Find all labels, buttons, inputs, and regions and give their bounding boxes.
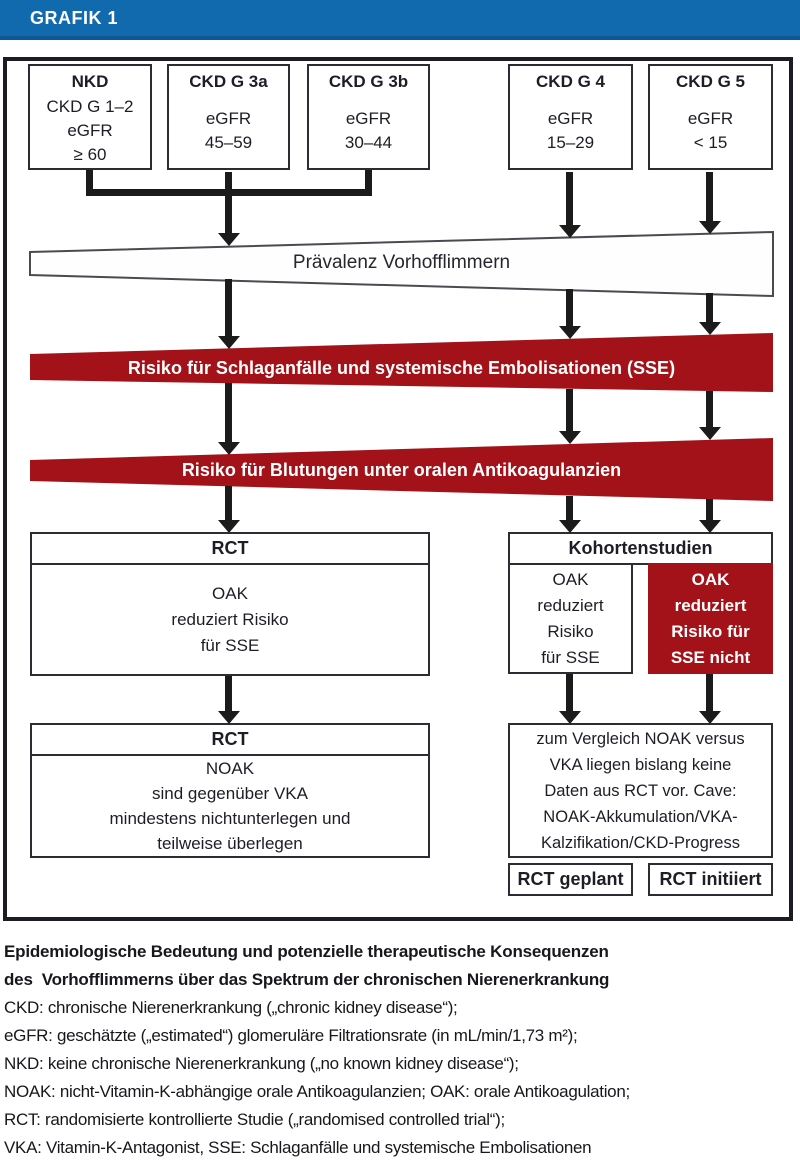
risk-sse-band-shape (30, 333, 773, 392)
arrow-shaft (566, 289, 573, 327)
cohort-studies-header: Kohortenstudien (508, 532, 773, 565)
arrow-head (218, 442, 240, 455)
stage-sub: eGFR 15–29 (546, 108, 595, 152)
rct-noak-panel: RCT NOAK sind gegenüber VKA mindestens n… (30, 723, 430, 858)
stage-sub: CKD G 1–2 eGFR ≥ 60 (46, 96, 134, 164)
flow-arrow-8 (559, 389, 581, 444)
flow-arrow-12 (699, 499, 721, 533)
arrow-head (559, 520, 581, 533)
caption-definitions: CKD: chronische Nierenerkrankung („chron… (4, 998, 630, 1157)
arrow-head (559, 326, 581, 339)
noak-vs-vka-text: NOAK sind gegenüber VKA mindestens nicht… (109, 759, 351, 853)
arrow-head (218, 711, 240, 724)
flow-arrow-2 (559, 172, 581, 238)
figure-caption: Epidemiologische Bedeutung und potenziel… (4, 938, 796, 1162)
stage-title: CKD G 3a (189, 72, 268, 91)
arrow-shaft (706, 499, 713, 521)
risk-bleeding-label: Risiko für Blutungen unter oralen Antiko… (181, 460, 622, 480)
arrow-shaft (566, 172, 573, 226)
arrow-shaft (706, 293, 713, 323)
flow-arrow-10 (218, 486, 240, 533)
flow-arrow-3 (699, 172, 721, 234)
arrow-shaft (706, 391, 713, 428)
arrow-head (699, 520, 721, 533)
risk-bleeding-band-shape (30, 438, 773, 501)
grafik-title: GRAFIK 1 (30, 8, 119, 28)
rct-oak-panel: RCT OAK reduziert Risiko für SSE (30, 532, 430, 676)
flow-arrow-1 (218, 172, 240, 246)
arrow-shaft (225, 279, 232, 337)
connector-line (86, 170, 93, 194)
arrow-head (699, 322, 721, 335)
stage-box-nkd: NKD CKD G 1–2 eGFR ≥ 60 (28, 64, 152, 170)
stage-sub: eGFR 45–59 (204, 108, 253, 152)
header-bottom-edge (0, 36, 800, 40)
rct-header-1: RCT (32, 534, 428, 565)
noak-vka-cave-box: zum Vergleich NOAK versus VKA liegen bis… (508, 723, 773, 858)
arrow-shaft (566, 496, 573, 521)
arrow-head (699, 711, 721, 724)
stage-title: CKD G 5 (676, 72, 745, 91)
arrow-head (699, 427, 721, 440)
flow-arrow-9 (699, 391, 721, 440)
arrow-shaft (706, 674, 713, 712)
stage-title: CKD G 4 (536, 72, 605, 91)
arrow-shaft (706, 172, 713, 222)
arrow-shaft (566, 389, 573, 432)
rct-initiated-box: RCT initiiert (648, 863, 773, 896)
prevalence-wedge-shape (29, 230, 774, 298)
rct-planned-box: RCT geplant (508, 863, 633, 896)
arrow-head (699, 221, 721, 234)
flow-arrow-4 (218, 279, 240, 349)
flow-arrow-11 (559, 496, 581, 533)
arrow-head (218, 233, 240, 246)
arrow-head (218, 520, 240, 533)
connector-line (365, 170, 372, 194)
stage-title: CKD G 3b (328, 72, 409, 91)
flow-arrow-5 (559, 289, 581, 339)
stage-box-ckd-g3b: CKD G 3b eGFR 30–44 (307, 64, 430, 170)
risk-sse-label: Risiko für Schlaganfälle und systemische… (127, 358, 676, 378)
oak-reduces-box: OAK reduziert Risiko für SSE (508, 563, 633, 674)
arrow-shaft (225, 676, 232, 712)
flow-arrow-13 (218, 676, 240, 724)
arrow-head (218, 336, 240, 349)
oak-not-reduces-box: OAK reduziert Risiko für SSE nicht (648, 563, 773, 674)
stage-box-ckd-g5: CKD G 5 eGFR < 15 (648, 64, 773, 170)
stage-sub: eGFR < 15 (687, 108, 734, 152)
flow-arrow-15 (699, 674, 721, 724)
flow-arrow-6 (699, 293, 721, 335)
stage-box-ckd-g3a: CKD G 3a eGFR 45–59 (167, 64, 290, 170)
stage-title: NKD (71, 72, 109, 91)
grafik-header-bar: GRAFIK 1 (0, 0, 800, 36)
arrow-shaft (225, 486, 232, 521)
stage-box-ckd-g4: CKD G 4 eGFR 15–29 (508, 64, 633, 170)
arrow-shaft (566, 674, 573, 712)
arrow-head (559, 225, 581, 238)
stage-sub: eGFR 30–44 (344, 108, 393, 152)
prevalence-label: Prävalenz Vorhofflimmern (292, 252, 511, 273)
arrow-shaft (225, 383, 232, 443)
arrow-head (559, 431, 581, 444)
arrow-shaft (225, 172, 232, 234)
arrow-head (559, 711, 581, 724)
flow-arrow-7 (218, 383, 240, 455)
flow-arrow-14 (559, 674, 581, 724)
caption-title: Epidemiologische Bedeutung und potenziel… (4, 942, 610, 989)
rct-header-2: RCT (32, 725, 428, 756)
oak-reduces-sse-text: OAK reduziert Risiko für SSE (171, 583, 289, 655)
